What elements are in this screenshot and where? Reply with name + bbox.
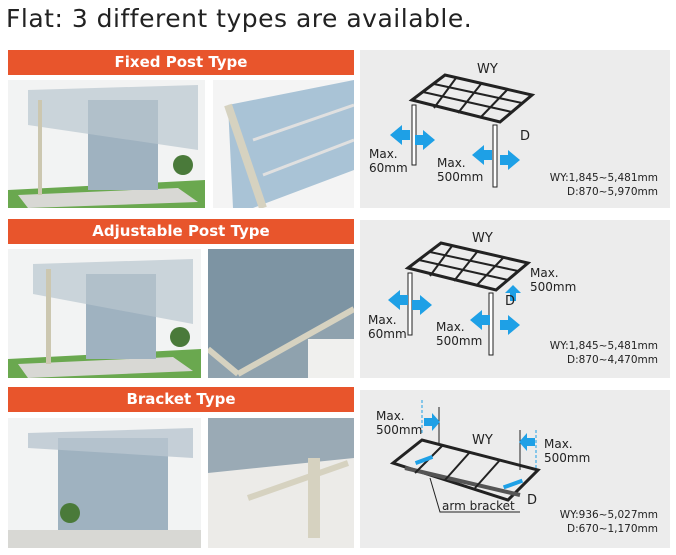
photo-installed-carport — [8, 80, 205, 208]
photo-installed-carport — [8, 249, 201, 378]
left-max-label: Max.60mm — [368, 313, 407, 341]
wy-label: WY — [472, 433, 493, 448]
diagram-panel: Max.500mm WY Max.500mm D arm bracket WY:… — [360, 390, 670, 548]
mid-max-label: Max.500mm — [436, 320, 483, 348]
photo-roof-closeup — [213, 80, 354, 208]
left-max-label: Max.500mm — [376, 409, 423, 437]
wy-label: WY — [477, 62, 498, 77]
wy-label: WY — [472, 231, 493, 246]
photo-roof-closeup — [208, 249, 354, 378]
right-max-label: Max.500mm — [544, 437, 591, 465]
d-label: D — [527, 493, 538, 508]
section-header: Adjustable Post Type — [8, 219, 354, 244]
section-header: Bracket Type — [8, 387, 354, 412]
d-label: D — [505, 294, 516, 309]
left-max-label: Max.60mm — [369, 147, 408, 175]
arm-bracket-callout: arm bracket — [442, 499, 515, 513]
right-max-label: Max.500mm — [530, 266, 577, 294]
photo-installed-carport — [8, 418, 201, 548]
carport-diagram — [390, 73, 536, 188]
page-title: Flat: 3 different types are available. — [6, 4, 473, 33]
d-label: D — [520, 129, 531, 144]
diagram-panel: WY D Max.60mm Max.500mm WY:1,845~5,481mm… — [360, 50, 670, 208]
mid-max-label: Max.500mm — [437, 156, 484, 184]
bracket-diagram — [389, 400, 541, 513]
photo-bracket-closeup — [208, 418, 354, 548]
diagram-panel: WY D Max.500mm Max.60mm Max.500mm WY:1,8… — [360, 220, 670, 378]
section-header: Fixed Post Type — [8, 50, 354, 75]
carport-diagram — [388, 241, 532, 356]
